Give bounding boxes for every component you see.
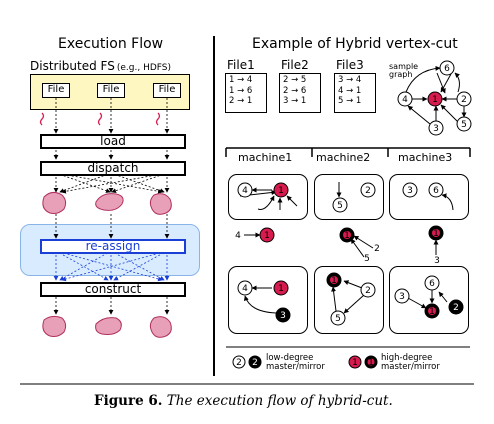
reassign-row-graph: 4 1 1 2 5 1 3 — [235, 225, 444, 266]
svg-text:3: 3 — [434, 256, 440, 266]
partition-blobs-row2 — [42, 315, 172, 338]
left-panel-title: Execution Flow — [58, 36, 164, 52]
svg-text:2: 2 — [236, 358, 242, 368]
machine1-top-graph: 4 1 — [237, 182, 298, 210]
reassign-stage: re-assign — [40, 239, 186, 254]
load-stage: load — [40, 134, 186, 149]
svg-text:2: 2 — [453, 303, 459, 313]
machine2-header: machine2 — [316, 151, 371, 164]
sample-node-4: 4 — [402, 95, 408, 105]
svg-text:1: 1 — [278, 186, 284, 196]
machine2-box-top — [314, 174, 384, 220]
machine3-bottom-graph: 6 3 1 2 — [394, 275, 464, 319]
svg-text:1: 1 — [264, 231, 270, 241]
machine2-box-bottom — [314, 266, 384, 334]
edge-row: 2 → 1 — [229, 96, 253, 106]
svg-text:1: 1 — [344, 231, 350, 241]
svg-text:2: 2 — [374, 244, 380, 254]
svg-text:3: 3 — [399, 292, 405, 302]
read-squiggles — [39, 112, 161, 126]
machine1-bottom-graph: 4 1 3 — [237, 280, 291, 323]
legend-low-degree: low-degree master/mirror — [266, 353, 325, 372]
svg-text:6: 6 — [433, 186, 439, 196]
edge-row: 2 → 5 — [283, 75, 307, 85]
edge-row: 5 → 1 — [338, 96, 362, 106]
partition-blobs-row1 — [42, 191, 172, 215]
right-panel-title: Example of Hybrid vertex-cut — [252, 36, 458, 52]
svg-text:4: 4 — [242, 186, 248, 196]
sample-node-5: 5 — [461, 120, 467, 130]
sample-node-6: 6 — [444, 64, 450, 74]
legend-icons: 2 2 1 1 — [232, 355, 378, 369]
svg-text:1: 1 — [368, 358, 374, 368]
svg-text:4: 4 — [235, 231, 241, 241]
file1-label: File1 — [227, 58, 255, 72]
svg-text:6: 6 — [429, 279, 435, 289]
svg-text:1: 1 — [429, 307, 435, 317]
sample-node-2: 2 — [461, 95, 467, 105]
svg-text:5: 5 — [364, 254, 370, 264]
file3-label: File3 — [336, 58, 364, 72]
file3-edges: 3 → 4 4 → 1 5 → 1 — [334, 73, 376, 113]
legend-high-degree: high-degree master/mirror — [381, 353, 440, 372]
sample-node-1: 1 — [432, 95, 438, 105]
edge-row: 3 → 4 — [338, 75, 362, 85]
edge-row: 1 → 4 — [229, 75, 253, 85]
construct-stage: construct — [40, 282, 186, 297]
dispatch-stage: dispatch — [40, 161, 186, 176]
edge-row: 1 → 6 — [229, 85, 253, 96]
edge-row: 3 → 1 — [283, 96, 307, 106]
sample-node-3: 3 — [433, 124, 439, 134]
file-box-3: File — [153, 83, 181, 98]
caption-figure-number: Figure 6. — [94, 393, 163, 409]
machine1-box-bottom — [228, 266, 308, 334]
sample-graph: 6 4 1 2 3 5 — [397, 60, 472, 136]
svg-text:1: 1 — [352, 358, 358, 368]
svg-text:2: 2 — [365, 186, 371, 196]
svg-text:5: 5 — [335, 314, 341, 324]
file1-edges: 1 → 4 1 → 6 2 → 1 — [225, 73, 267, 113]
svg-text:1: 1 — [331, 276, 337, 286]
svg-text:3: 3 — [407, 186, 413, 196]
machine2-top-graph: 5 2 — [332, 182, 376, 213]
edge-row: 2 → 6 — [283, 85, 307, 96]
panel-divider — [213, 36, 215, 376]
file2-label: File2 — [281, 58, 309, 72]
machine2-bottom-graph: 1 2 5 — [326, 272, 376, 326]
machine3-box-bottom — [389, 266, 469, 334]
svg-text:4: 4 — [242, 284, 248, 294]
svg-text:1: 1 — [433, 229, 439, 239]
file-box-2: File — [97, 83, 125, 98]
svg-text:3: 3 — [280, 311, 286, 321]
sample-graph-label: sample graph — [389, 62, 419, 79]
edge-row: 4 → 1 — [338, 85, 362, 96]
machine1-box-top — [228, 174, 308, 220]
caption-text: The execution flow of hybrid-cut. — [166, 393, 393, 409]
svg-text:2: 2 — [252, 358, 258, 368]
svg-text:2: 2 — [365, 286, 371, 296]
file2-edges: 2 → 5 2 → 6 3 → 1 — [279, 73, 321, 113]
machine3-box-top — [389, 174, 469, 220]
svg-text:1: 1 — [278, 284, 284, 294]
machine3-header: machine3 — [398, 151, 453, 164]
machine1-header: machine1 — [238, 151, 293, 164]
machine3-top-graph: 3 6 — [402, 182, 454, 211]
figure-caption: Figure 6. The execution flow of hybrid-c… — [94, 393, 393, 409]
svg-text:5: 5 — [337, 201, 343, 211]
file-box-1: File — [42, 83, 70, 98]
source-label: Distributed FS(e.g., HDFS) — [30, 59, 172, 73]
